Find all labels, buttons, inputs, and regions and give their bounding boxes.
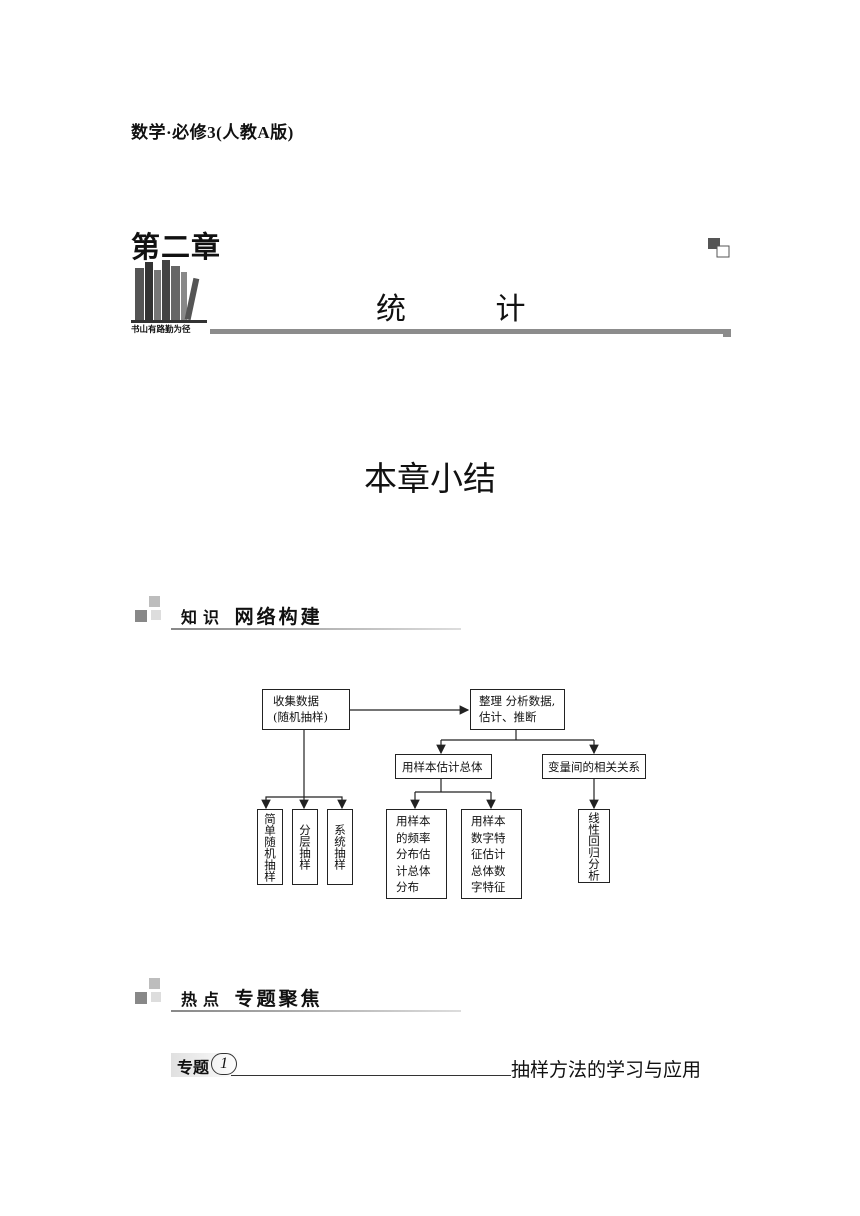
node-systematic-sampling: 系统抽样 — [327, 809, 353, 885]
node-collect-data: 收集数据 (随机抽样) — [262, 689, 350, 730]
node-sample-estimate-population: 用样本估计总体 — [395, 754, 492, 779]
running-head: 数学·必修3(人教A版) — [131, 123, 294, 142]
node-variable-correlation: 变量间的相关关系 — [542, 754, 646, 779]
section-header-knowledge: 知识 网络构建 — [131, 596, 461, 640]
node-frequency-distribution: 用样本 的频率 分布估 计总体 分布 — [386, 809, 447, 899]
chapter-rule — [210, 329, 730, 334]
topic-label: 专题 — [177, 1058, 210, 1077]
summary-title: 本章小结 — [364, 459, 496, 498]
chapter-title: 统 计 — [376, 292, 566, 327]
section1-title-b: 识 — [203, 608, 226, 627]
section2-title-b: 点 — [203, 990, 226, 1009]
chapter-label: 第二章 — [131, 230, 222, 264]
node-organize-analyze: 整理 分析数据, 估计、推断 — [470, 689, 565, 730]
chapter-rule-end — [723, 329, 731, 337]
section1-title-rest: 网络构建 — [234, 606, 323, 628]
books-caption: 书山有路勤为径 — [131, 325, 191, 335]
section2-title-a: 热 — [181, 990, 204, 1009]
topic-bar: 专题 1 — [171, 1053, 511, 1077]
section1-title-a: 知 — [181, 608, 204, 627]
node-linear-regression: 线性回归分析 — [578, 809, 610, 883]
books-illustration-icon: 书山有路勤为径 — [131, 258, 207, 335]
topic-number: 1 — [211, 1053, 237, 1075]
section2-title-rest: 专题聚焦 — [234, 988, 323, 1010]
topic-title: 抽样方法的学习与应用 — [511, 1059, 702, 1081]
node-stratified-sampling: 分层抽样 — [292, 809, 318, 885]
corner-squares-icon — [708, 238, 730, 258]
section-header-hot-topics: 热点 专题聚焦 — [131, 978, 461, 1022]
node-simple-random-sampling: 简单随机抽样 — [257, 809, 283, 885]
node-numerical-features: 用样本 数字特 征估计 总体数 字特征 — [461, 809, 522, 899]
